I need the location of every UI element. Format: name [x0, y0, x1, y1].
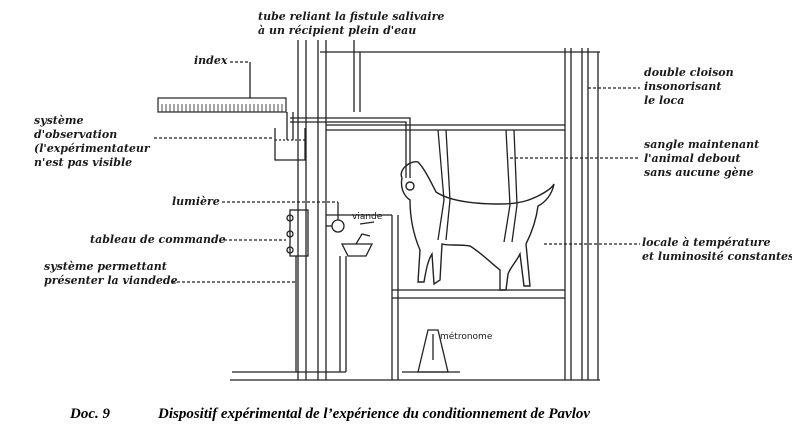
lumiere-label: lumière — [172, 195, 220, 208]
lamp — [326, 219, 345, 233]
observation-system-label: système d'observation (l'expérimentateur… — [34, 114, 150, 169]
water-container — [274, 112, 306, 161]
dog-platform — [326, 214, 565, 380]
doc-number: Doc. 9 — [70, 406, 110, 422]
room-conditions-label: locale à température et luminosité const… — [642, 236, 792, 263]
metronome-label: métronome — [440, 332, 493, 342]
harness-straps — [437, 129, 518, 243]
control-panel-label: tableau de commande — [90, 233, 226, 246]
double-partition-label: double cloison insonorisant le loca — [644, 66, 734, 107]
viande-label: viande — [352, 212, 383, 222]
tube-label: tube reliant la fistule salivaire à un r… — [258, 10, 445, 37]
index-label: index — [194, 54, 228, 67]
figure-caption: Dispositif expérimental de l’expérience … — [158, 406, 591, 422]
dog-illustration — [400, 161, 555, 291]
meat-tray — [340, 221, 375, 257]
saliva-tube — [290, 117, 411, 178]
meat-system-label: système permettant présenter la viandede — [44, 260, 178, 287]
control-panel — [286, 209, 309, 257]
harness-label: sangle maintenant l'animal debout sans a… — [644, 138, 760, 179]
double-partition-wall — [564, 48, 599, 380]
meat-delivery-rods — [232, 256, 347, 373]
metronome — [402, 329, 460, 373]
saliva-tube-inner — [290, 121, 407, 178]
index-scale — [157, 97, 287, 113]
